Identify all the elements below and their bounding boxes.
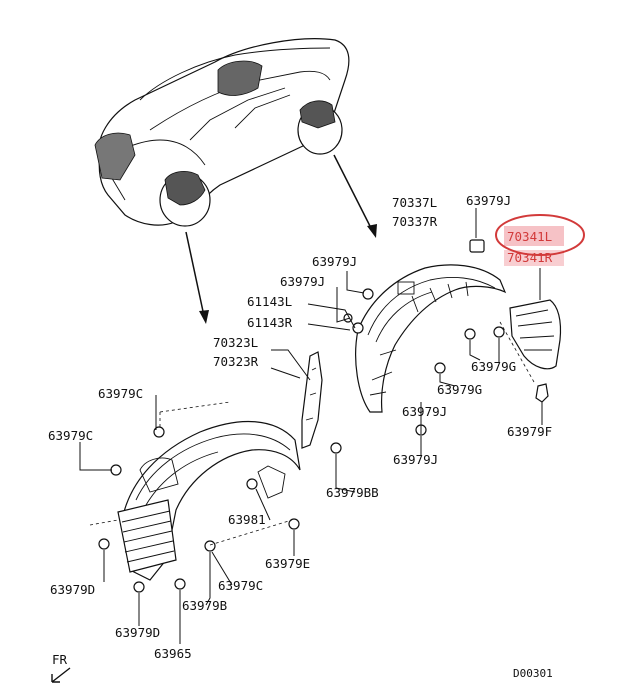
- callout-63979C-1: 63979C: [98, 386, 143, 401]
- callout-63979B: 63979B: [182, 598, 227, 613]
- front-fender-liner: [117, 420, 301, 581]
- front-direction-indicator: FR: [51, 652, 71, 683]
- louver-panel: [117, 499, 177, 573]
- front-arch-icon: [94, 132, 136, 181]
- clip-icon: [469, 239, 485, 253]
- clip-icon: [330, 442, 342, 454]
- clip-icon: [98, 538, 110, 550]
- direction-label: FR: [52, 652, 68, 667]
- assembly-dashes: [89, 321, 535, 546]
- arrow-icon: [51, 667, 71, 683]
- callout-63979F: 63979F: [507, 424, 552, 439]
- rear-arch-icon: [217, 60, 263, 96]
- callout-70341R: 70341R: [507, 250, 553, 265]
- clip-icon: [110, 464, 122, 476]
- callout-63979G-1: 63979G: [471, 359, 516, 374]
- clip-icon: [464, 328, 476, 340]
- highlight-circle: [495, 214, 585, 256]
- clip-icon: [434, 362, 446, 374]
- callout-70341L: 70341L: [507, 229, 552, 244]
- callout-70337R: 70337R: [392, 214, 438, 229]
- callout-63979J-4: 63979J: [393, 452, 438, 467]
- callout-61143R: 61143R: [247, 315, 293, 330]
- callout-labels: 70337L 70337R 63979J 70341L 70341R 63979…: [48, 193, 553, 661]
- car-illustration: [94, 38, 350, 227]
- callout-63979BB: 63979BB: [326, 485, 379, 500]
- callout-63979D-2: 63979D: [115, 625, 160, 640]
- callout-63979D-1: 63979D: [50, 582, 95, 597]
- clip-icon: [204, 540, 216, 552]
- mud-flap: [509, 299, 562, 370]
- highlight-fill: [504, 226, 564, 246]
- clip-icon: [288, 518, 300, 530]
- clip-icon: [133, 581, 145, 593]
- clip-icon: [246, 478, 258, 490]
- callout-63979C-2: 63979C: [48, 428, 93, 443]
- callout-63979E: 63979E: [265, 556, 310, 571]
- leader-lines: [79, 208, 543, 644]
- clip-icon: [362, 288, 374, 300]
- fasteners: [98, 239, 549, 593]
- callout-70337L: 70337L: [392, 195, 437, 210]
- callout-70323R: 70323R: [213, 354, 259, 369]
- callout-63981: 63981: [228, 512, 266, 527]
- clip-icon: [352, 322, 364, 334]
- callout-70323L: 70323L: [213, 335, 258, 350]
- rear-fender-liner: [355, 264, 507, 413]
- clip-icon: [174, 578, 186, 590]
- callout-63979J-top: 63979J: [466, 193, 511, 208]
- callout-63979J-1: 63979J: [312, 254, 357, 269]
- callout-63979J-2: 63979J: [280, 274, 325, 289]
- location-arrows: [185, 154, 377, 324]
- callout-63979C-3: 63979C: [218, 578, 263, 593]
- callout-61143L: 61143L: [247, 294, 292, 309]
- callout-63965: 63965: [154, 646, 192, 661]
- splash-strip: [301, 351, 323, 449]
- clip-icon: [535, 383, 549, 403]
- clip-icon: [493, 326, 505, 338]
- diagram-code: D00301: [513, 667, 553, 680]
- callout-63979G-2: 63979G: [437, 382, 482, 397]
- callout-63979J-3: 63979J: [402, 404, 447, 419]
